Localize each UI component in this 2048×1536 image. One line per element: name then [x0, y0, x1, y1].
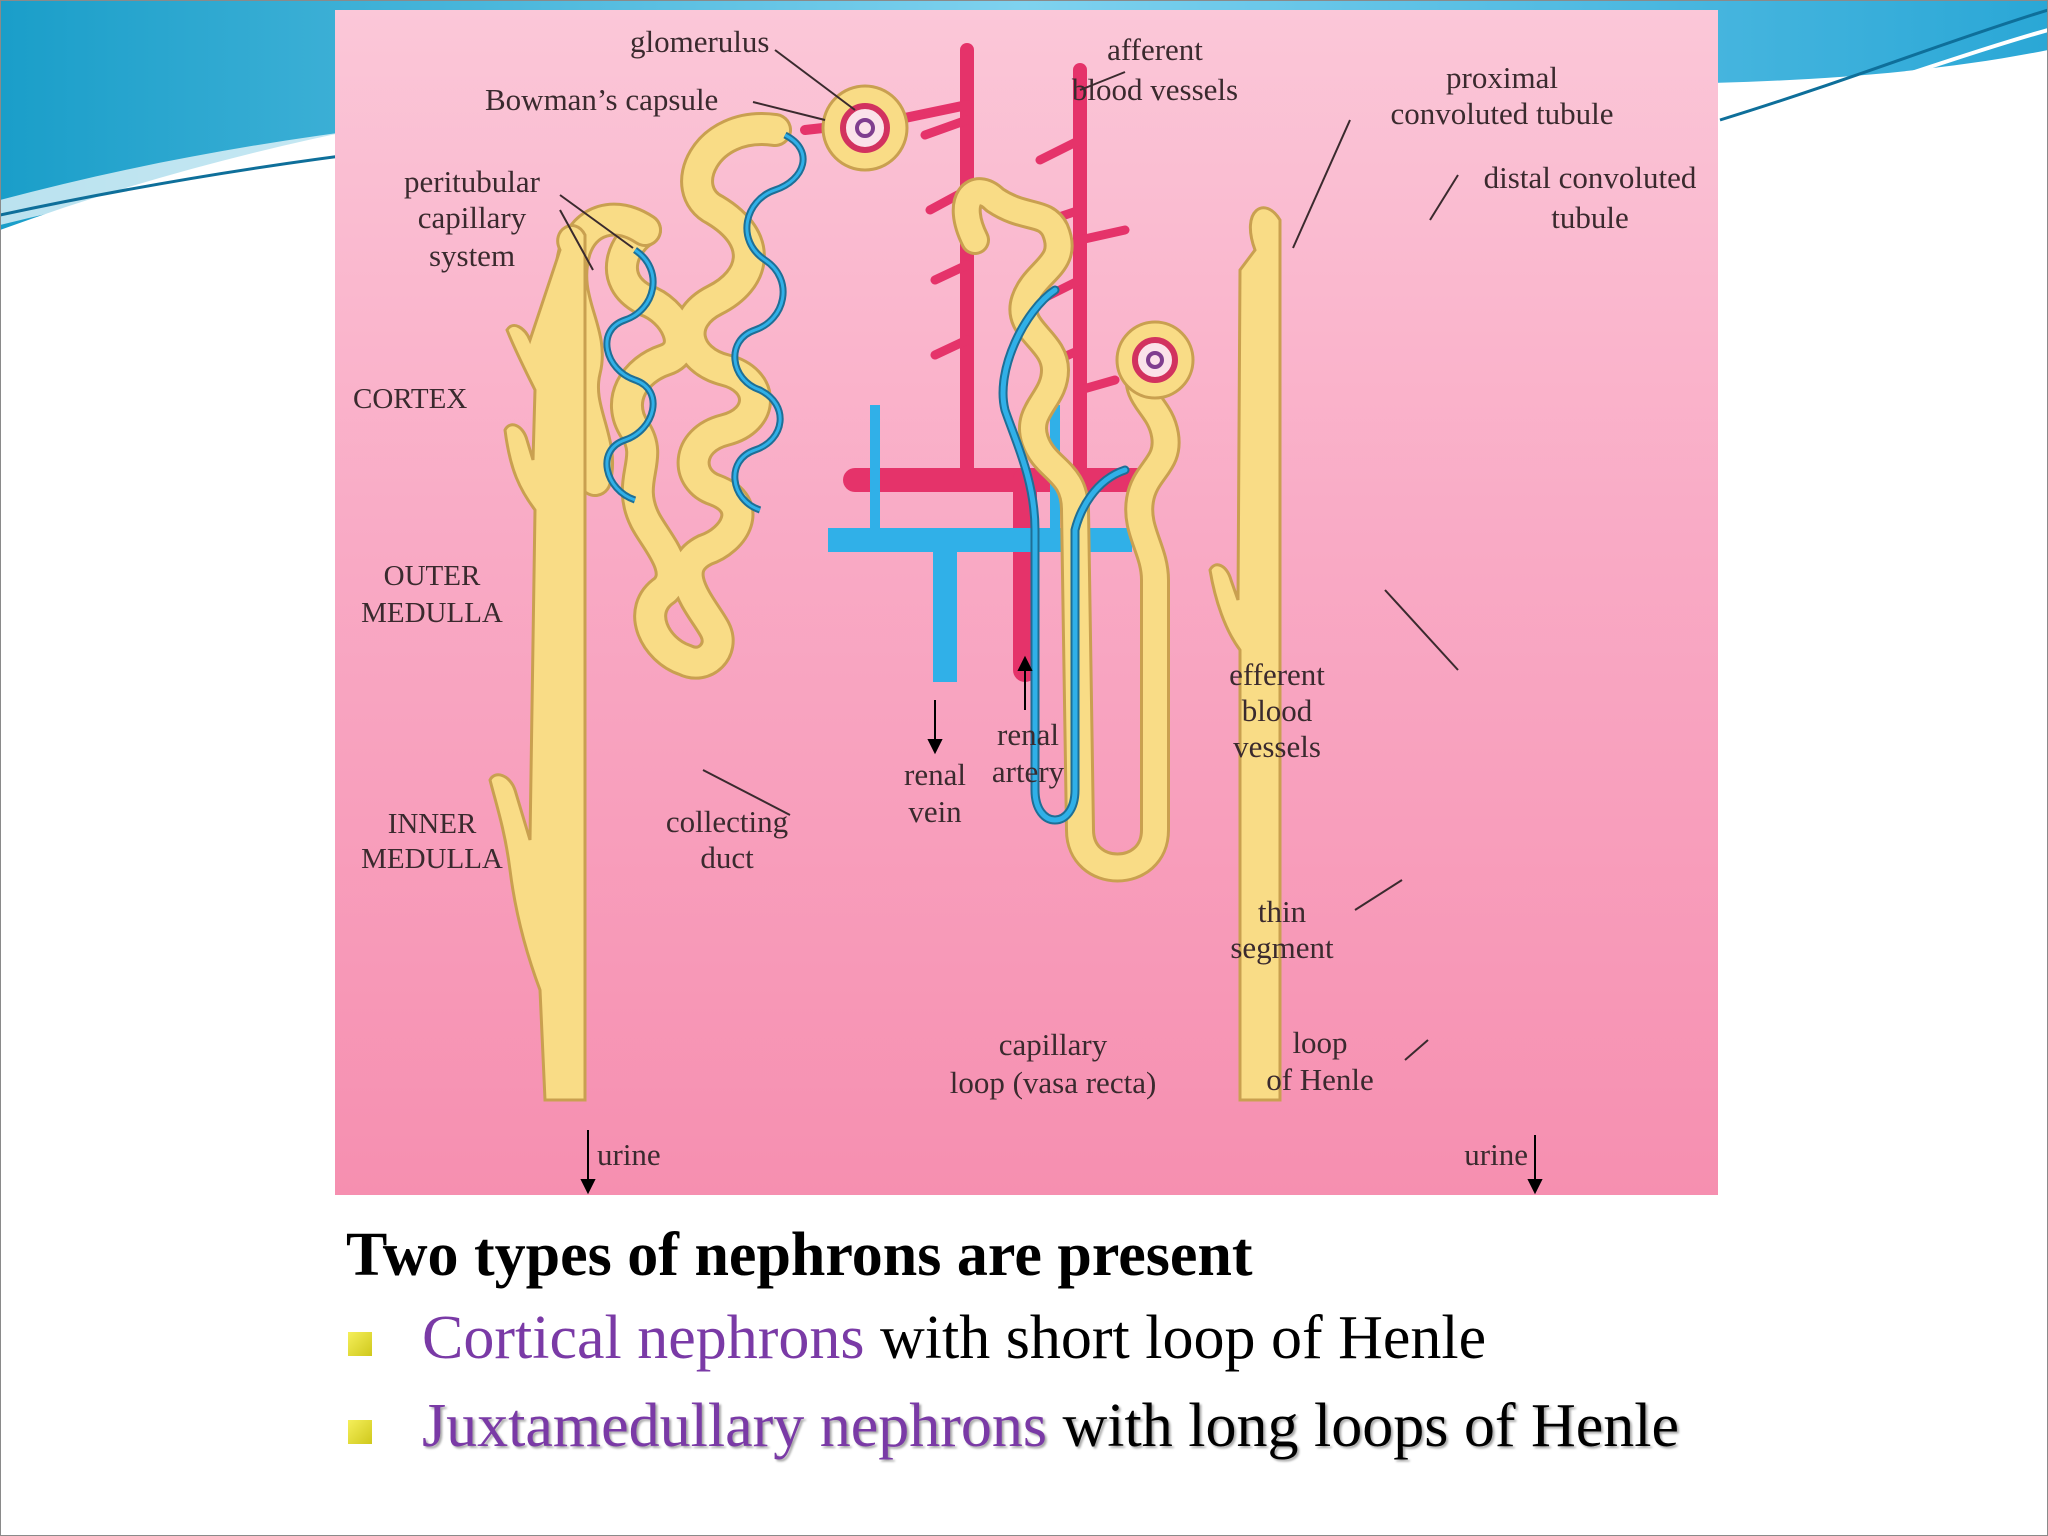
- label-proximal-2: convoluted tubule: [1391, 96, 1614, 131]
- label-capillary-loop-1: capillary: [999, 1027, 1108, 1062]
- nephron-diagram-svg: glomerulus Bowman’s capsule afferent blo…: [353, 24, 1697, 1195]
- left-collecting-duct: [488, 224, 587, 1102]
- label-inner-medulla-1: INNER: [388, 808, 477, 840]
- label-glomerulus: glomerulus: [630, 24, 770, 59]
- label-proximal-1: proximal: [1446, 60, 1558, 95]
- label-renal-vein-1: renal: [904, 757, 966, 792]
- term-juxtamedullary: Juxtamedullary nephrons: [422, 1392, 1048, 1460]
- label-outer-medulla-1: OUTER: [384, 560, 481, 592]
- label-cortex: CORTEX: [353, 383, 467, 415]
- label-afferent-1: afferent: [1107, 32, 1203, 67]
- text-cortical: with short loop of Henle: [864, 1304, 1487, 1372]
- label-distal-1: distal convoluted: [1484, 160, 1697, 195]
- label-collecting-2: duct: [700, 840, 754, 875]
- label-thin-1: thin: [1258, 894, 1307, 929]
- bullet-list: Cortical nephrons with short loop of Hen…: [348, 1305, 1748, 1481]
- label-afferent-2: blood vessels: [1072, 72, 1238, 107]
- label-peritubular-1: peritubular: [404, 164, 541, 199]
- label-thin-2: segment: [1230, 930, 1334, 965]
- label-efferent-1: efferent: [1229, 657, 1325, 692]
- text-juxtamedullary: with long loops of Henle: [1047, 1392, 1680, 1460]
- bullet-juxtamedullary: Juxtamedullary nephrons with long loops …: [348, 1393, 1748, 1459]
- flow-arrows: [580, 655, 1543, 1195]
- label-urine-right: urine: [1464, 1137, 1528, 1172]
- vasa-recta-inner: [1000, 287, 1128, 823]
- nephron-diagram: glomerulus Bowman’s capsule afferent blo…: [335, 10, 1718, 1195]
- juxtamedullary-nephron-tubule: [951, 177, 1181, 883]
- leader-lines: [559, 49, 1459, 1061]
- label-renal-vein-2: vein: [908, 794, 962, 829]
- label-peritubular-3: system: [429, 238, 515, 273]
- label-loop-henle-1: loop: [1292, 1025, 1347, 1060]
- label-collecting-1: collecting: [666, 804, 788, 839]
- label-urine-left: urine: [597, 1137, 661, 1172]
- label-peritubular-2: capillary: [418, 200, 527, 235]
- peritubular-capillaries-inner: [605, 133, 805, 512]
- label-loop-henle-2: of Henle: [1266, 1062, 1374, 1097]
- label-renal-artery-2: artery: [992, 754, 1065, 789]
- label-capillary-loop-2: loop (vasa recta): [950, 1065, 1157, 1100]
- cortical-nephron-tubule: [554, 112, 792, 680]
- right-collecting-duct: [1208, 206, 1282, 1102]
- label-inner-medulla-2: MEDULLA: [361, 843, 503, 875]
- label-efferent-2: blood: [1242, 693, 1313, 728]
- label-distal-2: tubule: [1551, 200, 1629, 235]
- bullet-square-icon: [348, 1420, 372, 1444]
- label-renal-artery-1: renal: [997, 717, 1059, 752]
- term-cortical: Cortical nephrons: [422, 1304, 865, 1372]
- left-glomerulus: [821, 84, 909, 172]
- label-outer-medulla-2: MEDULLA: [361, 597, 503, 629]
- bullet-cortical: Cortical nephrons with short loop of Hen…: [348, 1305, 1748, 1371]
- slide-heading: Two types of nephrons are present: [346, 1221, 1253, 1289]
- diagram-labels: glomerulus Bowman’s capsule afferent blo…: [353, 24, 1697, 1172]
- label-efferent-3: vessels: [1233, 729, 1321, 764]
- bullet-square-icon: [348, 1332, 372, 1356]
- right-glomerulus: [1115, 320, 1195, 400]
- label-bowmans-capsule: Bowman’s capsule: [485, 82, 718, 117]
